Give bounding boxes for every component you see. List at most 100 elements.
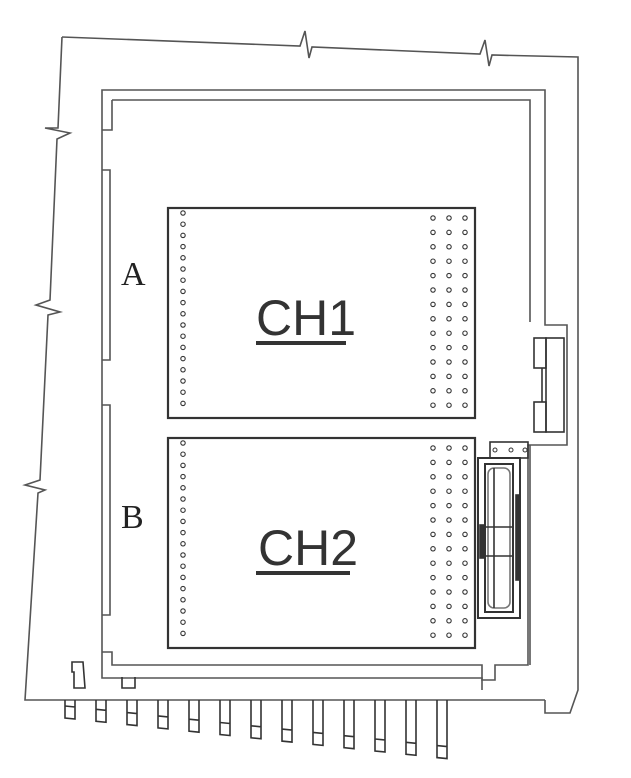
vent-hole [180, 529, 186, 536]
vent-hole [180, 563, 186, 569]
vent-hole [446, 445, 452, 451]
vent-hole [446, 344, 452, 351]
vent-hole [180, 288, 186, 295]
support-leg [312, 700, 324, 747]
vent-hole [180, 485, 186, 491]
vent-hole [430, 316, 436, 322]
vent-hole [430, 445, 436, 451]
vent-hole [462, 388, 468, 394]
vent-hole [180, 574, 186, 581]
vent-hole [180, 266, 186, 272]
vent-hole [446, 388, 452, 394]
vent-hole [446, 546, 452, 552]
vent-hole [180, 541, 186, 547]
vent-hole [446, 359, 452, 365]
vent-hole [180, 232, 186, 239]
vent-hole [430, 589, 436, 595]
vent-hole [430, 517, 436, 523]
section-b-label: B [121, 499, 144, 536]
vent-hole [180, 518, 186, 525]
section-a-label: A [121, 256, 146, 293]
vent-hole [462, 258, 468, 264]
vent-hole [462, 344, 468, 351]
vent-hole [446, 632, 452, 638]
vent-hole [180, 299, 186, 306]
vent-hole [462, 244, 468, 250]
support-leg [343, 700, 355, 750]
outer-wall-left [22, 36, 545, 701]
vent-hole [446, 301, 452, 308]
vent-hole [462, 517, 468, 523]
support-leg [250, 700, 262, 740]
vent-hole [180, 400, 186, 407]
vent-hole [180, 221, 186, 227]
vent-hole [180, 619, 186, 625]
vent-hole [430, 546, 436, 552]
vent-hole [180, 440, 186, 446]
vent-hole [462, 560, 468, 566]
vent-hole [446, 316, 452, 322]
vent-hole [462, 229, 468, 236]
support-leg [374, 700, 386, 753]
vent-hole [462, 359, 468, 365]
vent-hole [430, 502, 436, 509]
vent-hole [430, 229, 436, 236]
vent-hole [446, 517, 452, 523]
vent-hole [446, 589, 452, 595]
vent-hole [446, 272, 452, 279]
vent-hole [430, 215, 436, 221]
vent-hole [430, 330, 436, 336]
vent-hole [462, 474, 468, 480]
vent-hole [430, 459, 436, 466]
vent-hole [430, 359, 436, 365]
outer-wall [61, 30, 579, 714]
vent-hole [430, 474, 436, 480]
vent-hole [180, 462, 186, 469]
vent-hole [180, 496, 186, 502]
vent-hole [462, 502, 468, 509]
vent-hole [462, 287, 468, 293]
vent-hole [446, 560, 452, 566]
vent-hole [462, 272, 468, 279]
support-leg [436, 700, 448, 760]
support-leg [219, 700, 231, 737]
vent-hole [446, 502, 452, 509]
support-leg [95, 700, 107, 724]
fan-unit [477, 441, 529, 619]
vent-hole [462, 618, 468, 624]
vent-hole [446, 244, 452, 250]
vent-hole [462, 574, 468, 581]
door-hinge [533, 337, 565, 433]
vent-hole [180, 378, 186, 384]
vent-hole [430, 258, 436, 264]
vent-hole [180, 333, 186, 339]
vent-hole [180, 210, 186, 216]
vent-hole [462, 373, 468, 380]
vent-hole [446, 488, 452, 494]
bottom-notch [71, 661, 136, 689]
vent-hole [430, 618, 436, 624]
vent-hole [446, 474, 452, 480]
vent-hole [462, 445, 468, 451]
vent-hole [430, 402, 436, 408]
vent-hole [462, 546, 468, 552]
vent-hole [180, 585, 186, 592]
vent-hole [180, 552, 186, 558]
vent-hole [462, 330, 468, 336]
vent-hole [446, 618, 452, 624]
vent-hole [180, 597, 186, 603]
support-leg [126, 700, 138, 727]
inner-wall-outer [101, 89, 568, 681]
vent-hole [446, 215, 452, 221]
vent-hole [462, 301, 468, 308]
vent-hole [446, 531, 452, 538]
vent-hole [430, 244, 436, 250]
vent-hole [430, 301, 436, 308]
vent-hole [430, 574, 436, 581]
vent-hole [430, 632, 436, 638]
vent-hole [462, 316, 468, 322]
vent-hole [446, 258, 452, 264]
vent-hole [430, 603, 436, 610]
vent-hole [180, 355, 186, 362]
